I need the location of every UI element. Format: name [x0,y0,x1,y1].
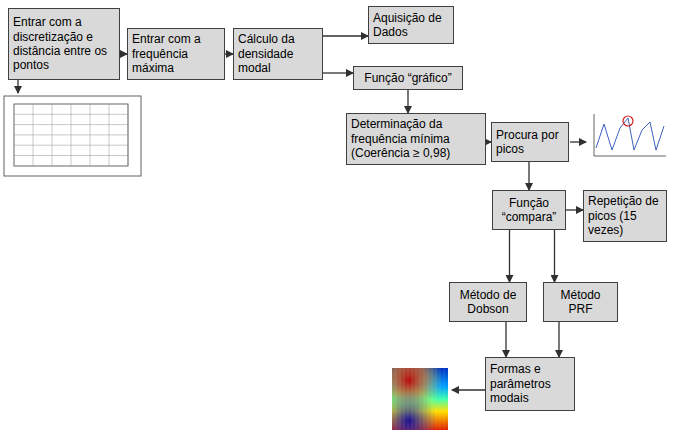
process-box: Método PRF [543,282,618,322]
process-box: Método de Dobson [449,282,527,322]
box-label: Determinação da frequência mínima (Coerê… [351,117,481,160]
flow-arrow [505,322,506,357]
leader-arrow [17,80,18,93]
flow-arrow [323,35,368,36]
flow-arrow [554,230,555,282]
process-box: Formas e parâmetros modais [485,357,575,411]
flow-arrow [566,209,583,210]
process-box: Entrar com a discretização e distância e… [8,8,120,80]
box-label: Repetição de picos (15 vezes) [588,194,662,237]
box-label: Procura por picos [496,128,564,157]
flow-arrow [528,162,529,190]
mode-shape-plot [392,368,448,430]
flow-arrow [558,322,559,357]
flow-arrow [225,53,233,54]
leader-arrow [452,389,485,390]
leader-arrow [570,141,586,142]
process-box: Função “compara” [492,190,566,230]
process-box: Entrar com a frequência máxima [127,28,225,80]
flow-arrow [120,53,127,54]
box-label: Função “gráfico” [364,71,451,85]
box-label: Formas e parâmetros modais [490,362,570,405]
peak-plot [588,112,668,162]
box-label: Aquisição de Dados [373,11,449,40]
grid-illustration [4,96,141,176]
flow-arrow [323,72,353,73]
box-label: Entrar com a frequência máxima [132,32,220,75]
process-box: Determinação da frequência mínima (Coerê… [346,113,486,165]
process-box: Função “gráfico” [353,66,463,90]
flow-arrow [509,230,510,282]
box-label: Método de Dobson [454,288,522,317]
process-box: Repetição de picos (15 vezes) [583,190,667,242]
flow-arrow [407,90,408,113]
box-label: Método PRF [548,288,613,317]
box-label: Função “compara” [497,196,561,225]
box-label: Cálculo da densidade modal [238,32,318,75]
process-box: Aquisição de Dados [368,6,454,44]
process-box: Procura por picos [491,122,569,162]
box-label: Entrar com a discretização e distância e… [13,15,115,73]
process-box: Cálculo da densidade modal [233,28,323,80]
